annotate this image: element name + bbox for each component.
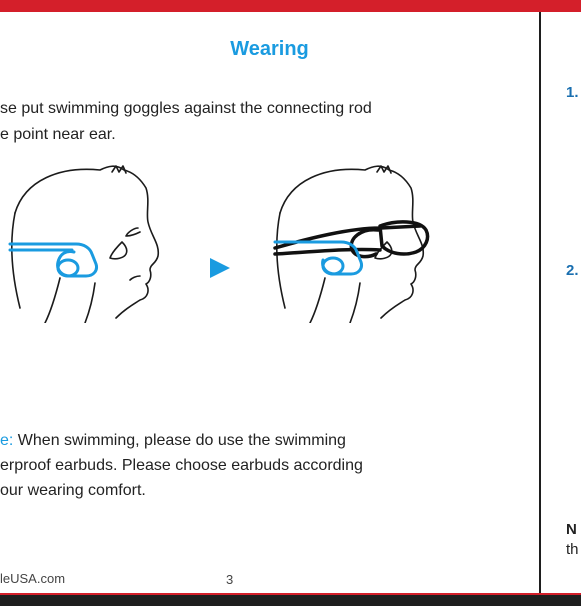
note-line: our wearing comfort. (0, 478, 520, 503)
page-number: 3 (226, 572, 233, 587)
bottom-color-bar (0, 593, 581, 606)
right-note-line: th (566, 541, 579, 558)
note-label: e: (0, 432, 13, 449)
intro-line: e point near ear. (0, 122, 520, 148)
page-divider (539, 12, 541, 593)
note-line: When swimming, please do use the swimmin… (13, 432, 346, 449)
wearing-illustration (0, 158, 470, 323)
note-text: e: When swimming, please do use the swim… (0, 428, 520, 503)
note-line: erproof earbuds. Please choose earbuds a… (0, 453, 520, 478)
right-note-label: N (566, 521, 577, 538)
goggles (275, 222, 428, 257)
right-note: N th (566, 520, 579, 560)
page-title: Wearing (0, 38, 539, 61)
intro-text: se put swimming goggles against the conn… (0, 96, 520, 148)
footer-url: leUSA.com (0, 571, 65, 586)
step-1-number: 1. (566, 84, 579, 101)
arrow-right-icon (210, 258, 230, 278)
top-color-bar (0, 0, 581, 12)
step-2-number: 2. (566, 262, 579, 279)
earbud-band-right (275, 242, 362, 274)
earbud-band (10, 244, 97, 276)
intro-line: se put swimming goggles against the conn… (0, 96, 520, 122)
